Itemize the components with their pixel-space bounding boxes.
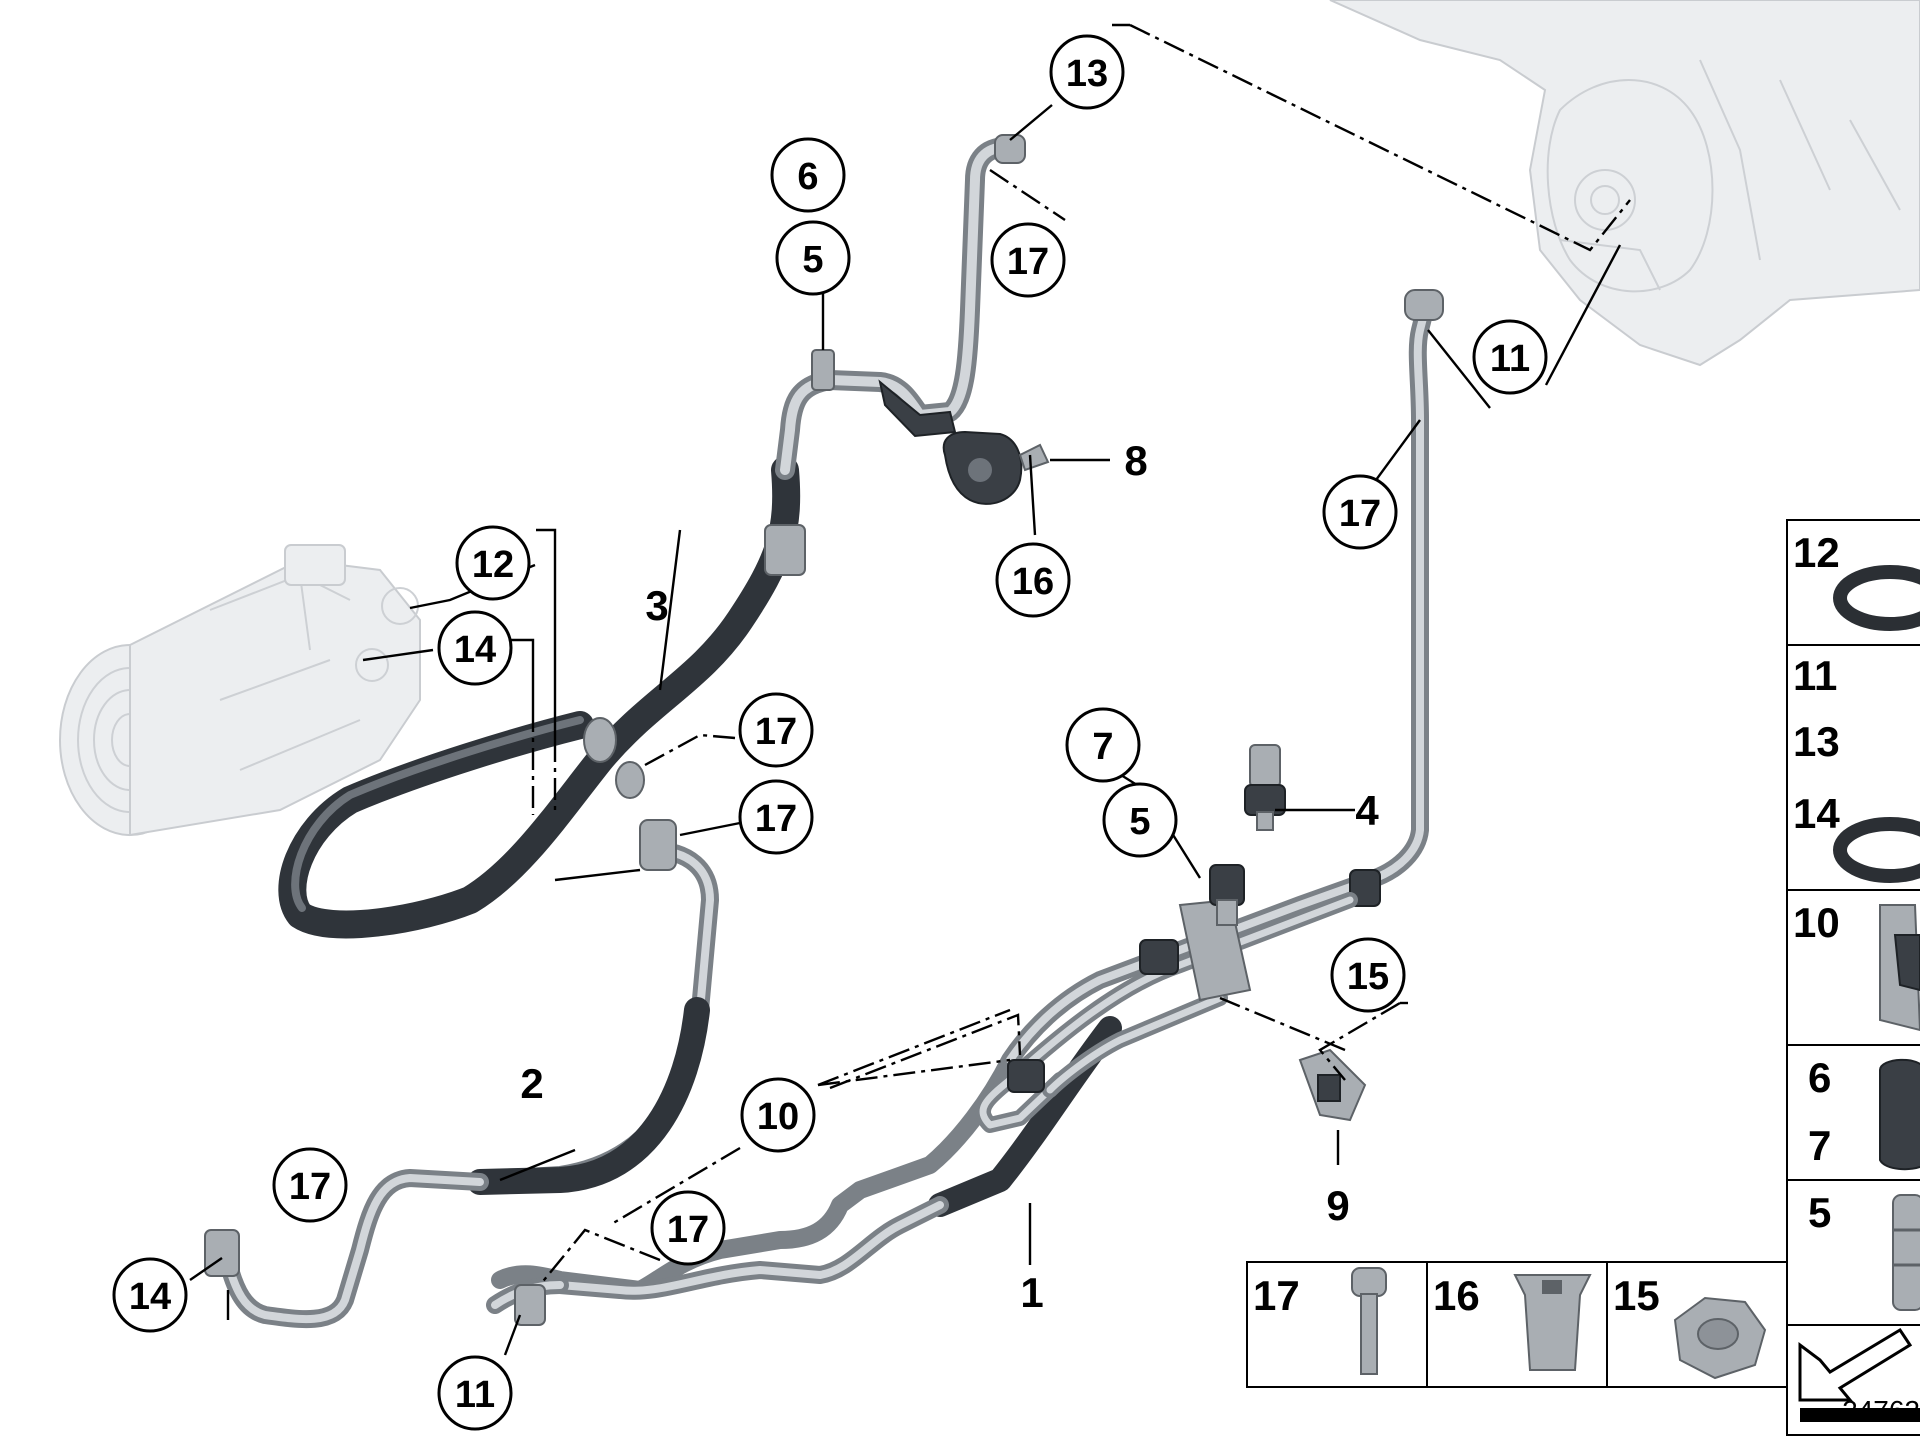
pressure-hose-2 — [204, 819, 719, 1329]
label-8: 8 — [1124, 437, 1147, 484]
panel-label-6: 6 — [1808, 1054, 1831, 1101]
callout-17: 17 — [990, 222, 1066, 298]
svg-text:7: 7 — [1092, 726, 1113, 768]
callout-14: 14 — [112, 1257, 188, 1333]
label-2: 2 — [520, 1060, 543, 1107]
bottom-parts-panel: 17 16 15 — [1246, 1261, 1788, 1388]
callout-5: 5 — [1102, 782, 1178, 858]
callout-17: 17 — [1322, 474, 1398, 550]
svg-text:14: 14 — [454, 629, 496, 671]
label-9: 9 — [1326, 1182, 1349, 1229]
svg-text:16: 16 — [1012, 561, 1054, 603]
suction-hose-3 — [278, 134, 1026, 939]
callout-15: 15 — [1330, 937, 1406, 1013]
panel-label-12: 12 — [1793, 529, 1840, 576]
svg-text:17: 17 — [667, 1209, 709, 1251]
side-parts-panel: 12 11 13 14 10 6 7 5 — [1786, 519, 1920, 1436]
callout-17: 17 — [272, 1147, 348, 1223]
callout-10: 10 — [740, 1077, 816, 1153]
evaporator-housing-ghost — [1329, 0, 1920, 367]
svg-text:5: 5 — [1129, 801, 1150, 843]
callout-17: 17 — [650, 1190, 726, 1266]
svg-text:17: 17 — [1339, 493, 1381, 535]
svg-text:10: 10 — [757, 1096, 799, 1138]
callout-12: 12 — [455, 525, 531, 601]
callout-6: 6 — [770, 137, 846, 213]
svg-text:11: 11 — [455, 1374, 495, 1416]
panel-label-16: 16 — [1433, 1272, 1480, 1319]
svg-text:6: 6 — [797, 156, 818, 198]
plain-labels: 8 3 4 2 9 1 — [520, 437, 1379, 1316]
panel-label-15: 15 — [1613, 1272, 1660, 1319]
svg-text:13: 13 — [1066, 53, 1108, 95]
svg-text:15: 15 — [1347, 956, 1389, 998]
panel-label-5: 5 — [1808, 1189, 1831, 1236]
view-direction-arrow-icon — [1798, 1327, 1913, 1402]
svg-text:17: 17 — [755, 798, 797, 840]
callout-14: 14 — [437, 610, 513, 686]
callout-11: 11 — [1472, 319, 1548, 395]
callout-5: 5 — [775, 220, 851, 296]
callout-11: 11 — [437, 1355, 513, 1431]
panel-label-10: 10 — [1793, 899, 1840, 946]
bracket-8 — [942, 430, 1050, 505]
callout-17: 17 — [738, 692, 814, 768]
callout-16: 16 — [995, 542, 1071, 618]
svg-text:17: 17 — [1007, 241, 1049, 283]
svg-text:14: 14 — [129, 1276, 171, 1318]
panel-label-14: 14 — [1793, 790, 1840, 837]
ac-compressor-ghost — [59, 544, 421, 837]
panel-label-7: 7 — [1808, 1122, 1831, 1169]
panel-label-13: 13 — [1793, 718, 1840, 765]
leader-lines — [189, 23, 1631, 1356]
callout-7: 7 — [1065, 707, 1141, 783]
pressure-sensor-mounted — [1209, 864, 1245, 926]
callout-13: 13 — [1049, 34, 1125, 110]
diagram-number: 24762 — [1842, 1395, 1920, 1426]
panel-label-11: 11 — [1793, 652, 1837, 699]
svg-text:11: 11 — [1490, 338, 1530, 380]
callouts: 13 6 5 17 11 17 16 12 14 17 17 7 5 15 10… — [112, 34, 1548, 1431]
svg-text:5: 5 — [802, 239, 823, 281]
label-3: 3 — [645, 582, 668, 629]
svg-text:12: 12 — [472, 544, 514, 586]
callout-17: 17 — [738, 779, 814, 855]
panel-label-17: 17 — [1253, 1272, 1300, 1319]
svg-text:17: 17 — [755, 711, 797, 753]
svg-text:17: 17 — [289, 1166, 331, 1208]
label-1: 1 — [1020, 1269, 1043, 1316]
label-4: 4 — [1355, 787, 1379, 834]
refrigerant-lines-10 — [975, 892, 1358, 1133]
bracket-9 — [1298, 1048, 1367, 1122]
pressure-sensor-4 — [1244, 744, 1286, 831]
